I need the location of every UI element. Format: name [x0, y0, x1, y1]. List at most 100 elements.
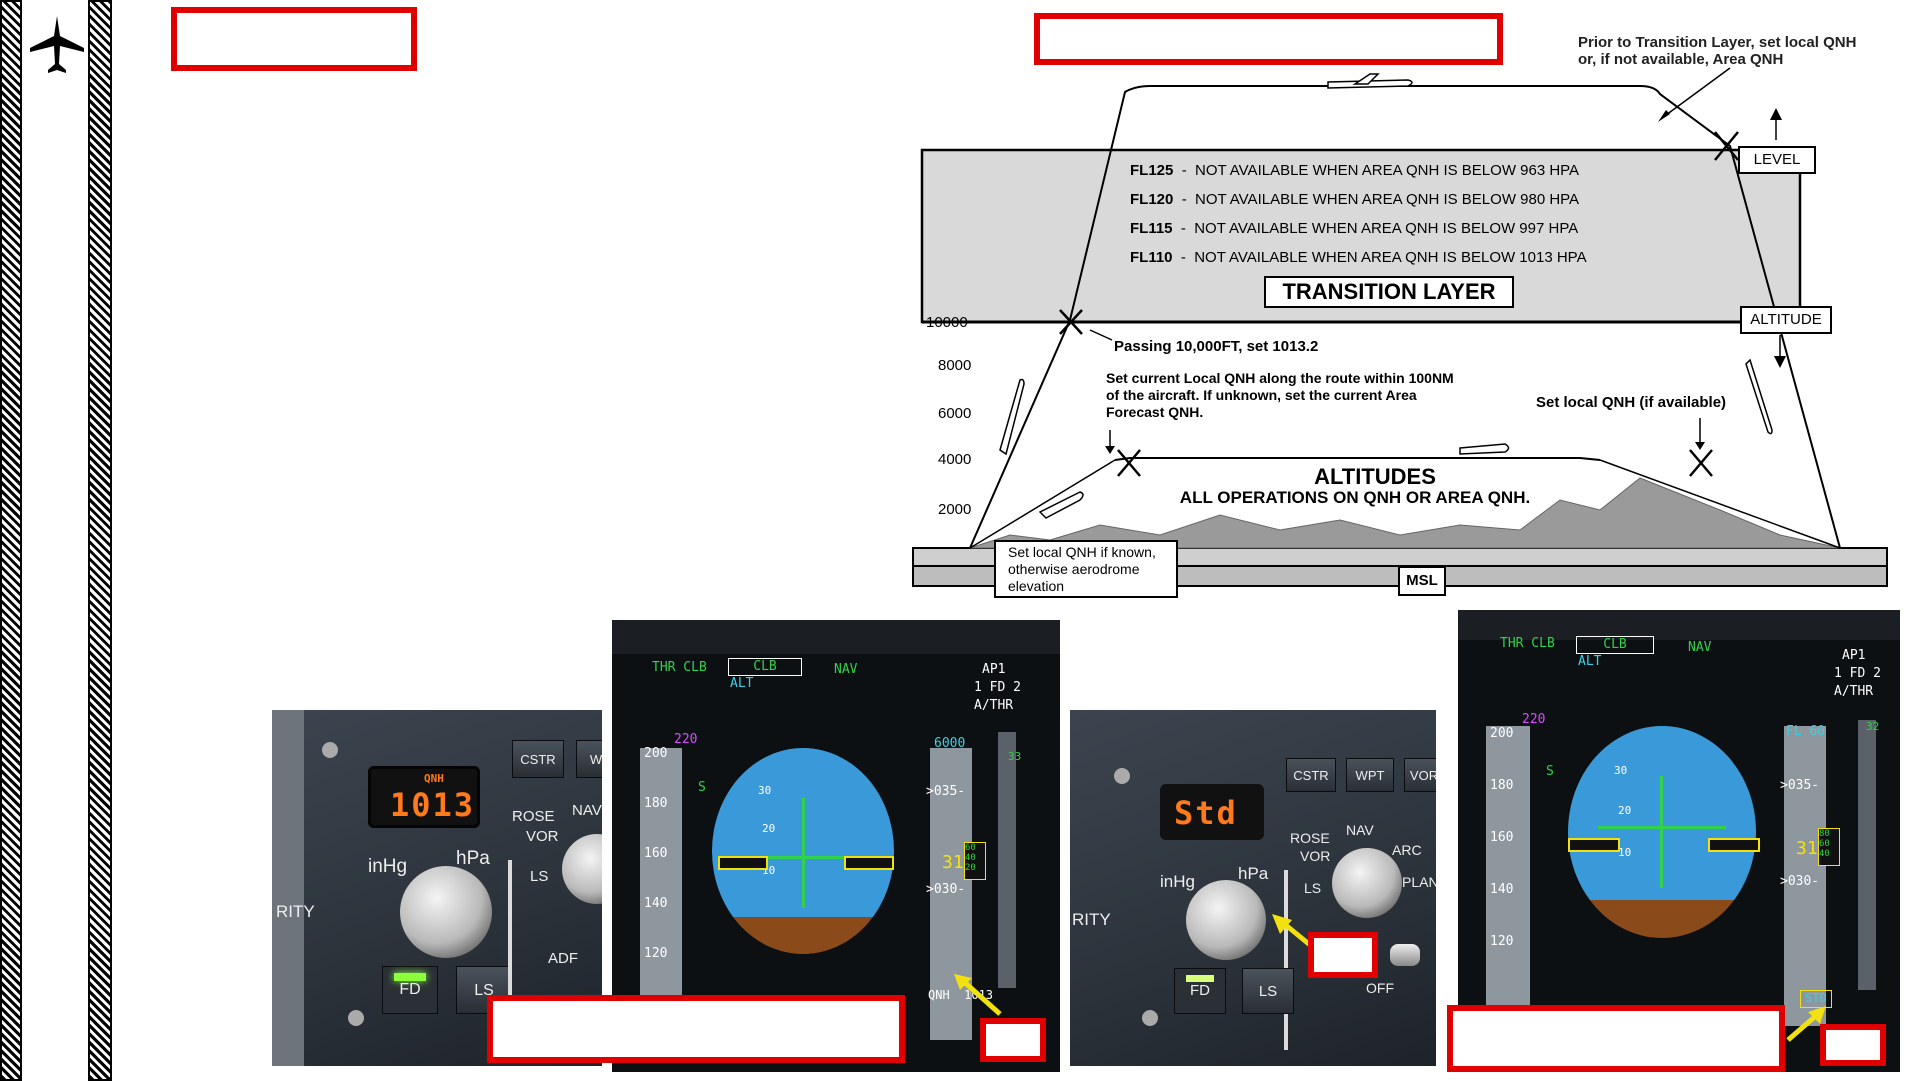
fma-alt-armed: ALT	[1578, 654, 1602, 669]
vor-label: VOR	[526, 828, 559, 845]
drum-digit: 60	[1819, 839, 1830, 849]
altitude-drum: 60 40 20	[964, 842, 986, 880]
drum-digit: 40	[965, 853, 976, 863]
altitude-target: 6000	[934, 736, 966, 751]
drum-digit: 60	[965, 843, 976, 853]
sidebar-hatch-right	[88, 0, 112, 1081]
vertical-speed-value: 32	[1866, 720, 1880, 733]
altitude-tick-2000: 2000	[938, 501, 972, 518]
baro-knob[interactable]	[1186, 880, 1266, 960]
arc-label: ARC	[1392, 842, 1422, 858]
drum-digit: 20	[965, 863, 976, 873]
fma-ap1: AP1	[1842, 648, 1866, 663]
mode-selector-knob[interactable]	[1332, 848, 1402, 918]
speed-label-140: 140	[1490, 882, 1514, 897]
altitude-readout: 31	[1796, 838, 1818, 859]
redacted-std-caption-box	[1820, 1024, 1886, 1066]
screw-icon	[322, 742, 338, 758]
panel-divider	[1284, 870, 1288, 1050]
speed-label-180: 180	[644, 796, 668, 811]
fd-bar-horizontal	[742, 856, 864, 859]
screw-icon	[1142, 1010, 1158, 1026]
baro-knob[interactable]	[400, 866, 492, 958]
fd-button[interactable]: FD	[382, 966, 438, 1014]
altitude-tick-10000: 10000	[926, 314, 968, 331]
local-qnh-note: Set local QNH (if available)	[1536, 394, 1727, 411]
redacted-caption-box	[1447, 1005, 1785, 1072]
fl-rows: FL125 - NOT AVAILABLE WHEN AREA QNH IS B…	[1130, 162, 1690, 278]
w-button[interactable]: W	[576, 740, 602, 778]
fma-clb-box: CLB	[1576, 636, 1654, 654]
speed-label-200: 200	[644, 746, 668, 761]
fd-button[interactable]: FD	[1174, 968, 1226, 1014]
aircraft-symbol-right	[1708, 838, 1760, 852]
redacted-diagram-title-box	[1034, 13, 1503, 65]
altitude-readout: 31	[942, 852, 964, 873]
altitude-035: >035-	[1780, 778, 1820, 793]
pfd-bezel	[1458, 610, 1900, 640]
yellow-arrow-icon	[1782, 1004, 1832, 1044]
hpa-label: hPa	[456, 848, 490, 869]
redacted-std-label-box	[1308, 932, 1378, 978]
route-qnh-note: Set current Local QNH along the route wi…	[1106, 370, 1454, 420]
wpt-button[interactable]: WPT	[1346, 758, 1394, 792]
sidebar-hatch-left	[0, 0, 22, 1081]
yellow-arrow-icon	[948, 970, 1008, 1020]
ls-mode-label: LS	[1304, 880, 1322, 896]
redacted-title-box	[171, 7, 417, 71]
panel-divider	[508, 860, 512, 1050]
altitude-target: FL 60	[1786, 724, 1826, 739]
nd-range-switch[interactable]	[1390, 944, 1420, 966]
speed-tape	[1486, 726, 1530, 1026]
nav-label: NAV	[572, 802, 602, 819]
fd-label: FD	[399, 981, 421, 998]
vertical-speed-scale	[1858, 720, 1876, 990]
vor-button[interactable]: VOR	[1404, 758, 1436, 792]
fma-nav: NAV	[834, 662, 858, 677]
transition-layer-title: TRANSITION LAYER	[1264, 276, 1514, 308]
fd-indicator	[1186, 975, 1214, 982]
aircraft-symbol-left	[718, 856, 768, 870]
ground-qnh-note: Set local QNH if known, otherwise aerodr…	[994, 540, 1178, 598]
fd-bar-vertical	[802, 798, 805, 908]
s-speed-marker: S	[698, 780, 706, 795]
rose-label: ROSE	[1290, 830, 1330, 846]
screw-icon	[348, 1010, 364, 1026]
fma-clb-box: CLB	[728, 658, 802, 676]
aircraft-symbol-left	[1568, 838, 1620, 852]
mode-selector-knob[interactable]	[562, 834, 602, 904]
fma-thr-clb: THR CLB	[1500, 636, 1555, 651]
baro-display: Std	[1160, 784, 1264, 840]
baro-display: QNH 1013	[368, 766, 480, 828]
fd-indicator	[394, 973, 426, 981]
baro-value: 1013	[390, 786, 476, 824]
fd-bar-vertical	[1660, 776, 1663, 888]
speed-label-120: 120	[644, 946, 668, 961]
altitude-tape	[1784, 726, 1826, 1026]
pitch-30: 30	[1614, 764, 1628, 777]
attitude-indicator: 30 20 10	[1568, 726, 1756, 938]
msl-label: MSL	[1398, 566, 1446, 596]
pfd-bezel	[612, 620, 1060, 654]
vor-label: VOR	[1300, 848, 1331, 864]
ls-button[interactable]: LS	[1242, 968, 1294, 1014]
speed-label-160: 160	[644, 846, 668, 861]
altitude-drum: 80 60 40	[1818, 828, 1840, 866]
aircraft-symbol-right	[844, 856, 894, 870]
drum-digit: 80	[1819, 829, 1830, 839]
speed-label-160: 160	[1490, 830, 1514, 845]
off-label: OFF	[1366, 980, 1394, 996]
cstr-button[interactable]: CSTR	[1286, 758, 1336, 792]
altitude-tick-8000: 8000	[938, 357, 972, 374]
cstr-button[interactable]: CSTR	[512, 740, 564, 778]
fd-bar-horizontal	[1598, 826, 1726, 829]
inhg-label: inHg	[368, 856, 408, 877]
drum-digit: 40	[1819, 849, 1830, 859]
efis-control-panel-std: Std RITY inHg hPa CSTR WPT VOR ROSE VOR …	[1070, 710, 1436, 1066]
fma-nav: NAV	[1688, 640, 1712, 655]
speed-label-140: 140	[644, 896, 668, 911]
baro-setting-std: STD	[1800, 990, 1832, 1008]
fma-fd: 1 FD 2	[1834, 666, 1881, 681]
altitude-035: >035-	[926, 784, 966, 799]
fma-athr: A/THR	[974, 698, 1014, 713]
